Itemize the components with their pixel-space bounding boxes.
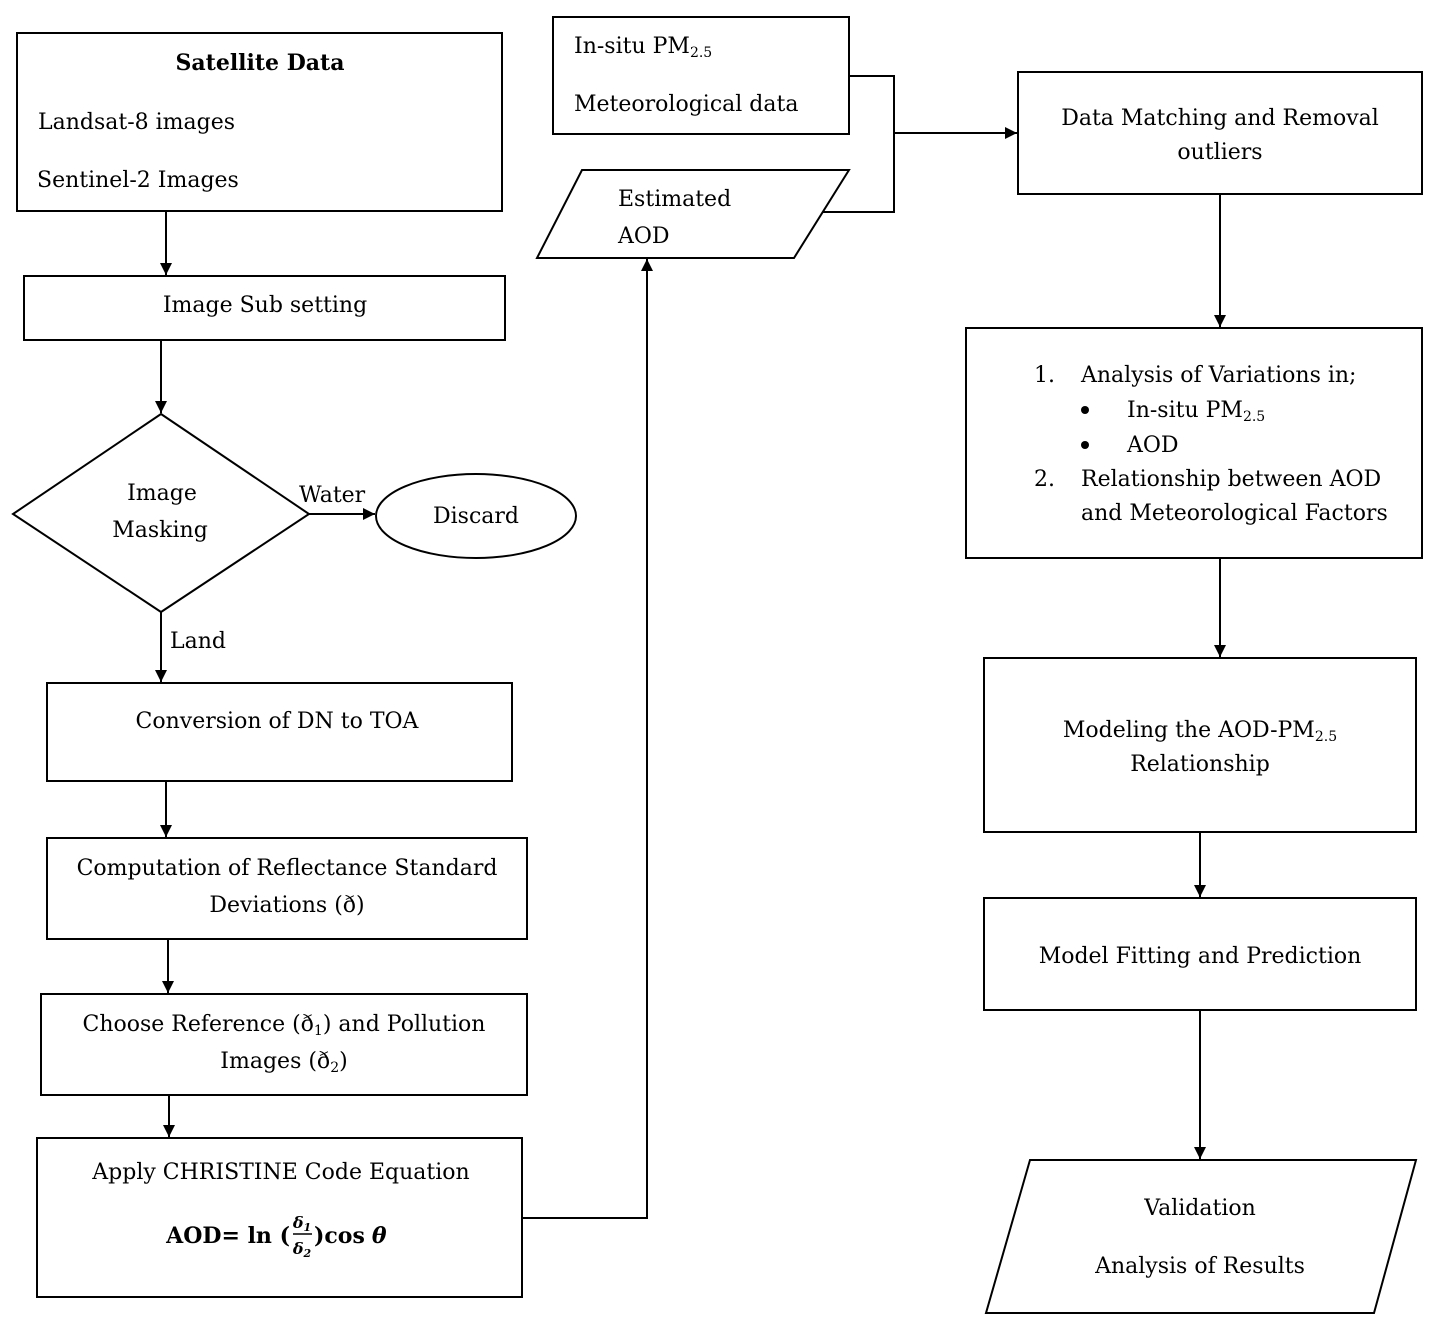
- christine-equation-box: Apply CHRISTINE Code Equation AOD= ln ( …: [36, 1137, 523, 1298]
- modeling-label-2: Relationship: [1130, 752, 1270, 777]
- satellite-item-landsat: Landsat-8 images: [38, 110, 235, 135]
- conversion-label: Conversion of DN to TOA: [136, 709, 420, 734]
- image-masking-decision: Image Masking: [11, 412, 311, 614]
- conversion-box: Conversion of DN to TOA: [46, 682, 513, 782]
- choose-reference-text-a: Choose Reference (ð: [83, 1012, 314, 1037]
- analysis-item-2-line-1: Relationship between AOD: [1081, 467, 1381, 492]
- modeling-text: Modeling the AOD-PM: [1063, 718, 1315, 743]
- analysis-box: 1. Analysis of Variations in; In-situ PM…: [965, 327, 1423, 559]
- equation-numerator: δ1: [292, 1213, 311, 1234]
- modeling-sub: 2.5: [1315, 729, 1337, 745]
- image-masking-label-2: Masking: [112, 518, 208, 543]
- numerator-sub: 1: [304, 1221, 312, 1234]
- choose-reference-sub-1: 1: [314, 1023, 323, 1039]
- in-situ-pm-text: In-situ PM: [574, 34, 690, 59]
- equation-cos: )cos: [314, 1223, 365, 1249]
- in-situ-pm-label: In-situ PM2.5: [574, 34, 712, 61]
- estimated-aod-data: Estimated AOD: [535, 169, 851, 259]
- analysis-bullet-pm: In-situ PM2.5: [1127, 398, 1265, 425]
- discard-label: Discard: [433, 504, 519, 529]
- in-situ-pm-sub: 2.5: [690, 45, 712, 61]
- denominator-symbol: δ: [292, 1239, 304, 1258]
- choose-reference-text-b: ) and Pollution: [323, 1012, 486, 1037]
- analysis-bullet-pm-sub: 2.5: [1243, 409, 1265, 425]
- image-subsetting-label: Image Sub setting: [163, 293, 367, 318]
- analysis-item-1-text: Analysis of Variations in;: [1080, 363, 1356, 388]
- bullet-icon: [1081, 441, 1089, 449]
- computation-label-1: Computation of Reflectance Standard: [77, 856, 498, 881]
- choose-reference-line-2: Images (ð2): [220, 1049, 347, 1076]
- satellite-data-box: Satellite Data Landsat-8 images Sentinel…: [16, 32, 503, 212]
- connector-inputs-merge: [823, 75, 895, 213]
- analysis-item-2-line-2: and Meteorological Factors: [1081, 501, 1388, 526]
- numerator-symbol: δ: [292, 1213, 304, 1232]
- image-subsetting-box: Image Sub setting: [23, 275, 506, 341]
- arrow-christine-to-estimated-aod: [522, 259, 653, 1219]
- estimated-aod-label-1: Estimated: [618, 187, 731, 212]
- model-fitting-label: Model Fitting and Prediction: [1039, 944, 1362, 969]
- analysis-bullet-pm-text: In-situ PM: [1127, 398, 1243, 423]
- estimated-aod-label-2: AOD: [617, 224, 670, 249]
- choose-reference-box: Choose Reference (ð1) and Pollution Imag…: [40, 993, 528, 1096]
- choose-reference-text-d: ): [339, 1049, 348, 1074]
- model-fitting-box: Model Fitting and Prediction: [983, 897, 1417, 1011]
- land-branch-label: Land: [170, 629, 226, 654]
- christine-title: Apply CHRISTINE Code Equation: [91, 1160, 469, 1185]
- choose-reference-text-c: Images (ð: [220, 1049, 330, 1074]
- analysis-item-1-number: 1.: [1034, 363, 1055, 388]
- choose-reference-sub-2: 2: [330, 1060, 339, 1076]
- equation-theta: θ: [372, 1223, 387, 1249]
- computation-label-2: Deviations (ð): [209, 893, 364, 918]
- validation-label-1: Validation: [1143, 1196, 1256, 1221]
- in-situ-box: In-situ PM2.5 Meteorological data: [552, 16, 850, 135]
- bullet-icon: [1081, 406, 1089, 414]
- water-branch-label: Water: [299, 483, 366, 508]
- satellite-data-title: Satellite Data: [176, 50, 345, 76]
- validation-label-2: Analysis of Results: [1094, 1254, 1305, 1279]
- analysis-bullet-aod: AOD: [1126, 433, 1179, 458]
- data-matching-box: Data Matching and Removal outliers: [1017, 71, 1423, 195]
- computation-box: Computation of Reflectance Standard Devi…: [46, 837, 528, 940]
- validation-output: Validation Analysis of Results: [984, 1159, 1418, 1314]
- data-matching-label-1: Data Matching and Removal: [1061, 106, 1379, 131]
- denominator-sub: 2: [303, 1247, 312, 1260]
- data-matching-label-2: outliers: [1177, 140, 1262, 165]
- satellite-item-sentinel: Sentinel-2 Images: [37, 168, 239, 193]
- discard-terminal: Discard: [375, 473, 577, 559]
- modeling-box: Modeling the AOD-PM2.5 Relationship: [983, 657, 1417, 833]
- equation-prefix: AOD= ln (: [165, 1223, 290, 1249]
- analysis-item-2-number: 2.: [1034, 467, 1055, 492]
- equation-suffix: )cos θ: [314, 1223, 387, 1249]
- meteorological-data-label: Meteorological data: [574, 92, 798, 117]
- image-masking-label-1: Image: [127, 481, 197, 506]
- equation-denominator: δ2: [292, 1239, 312, 1260]
- modeling-label-1: Modeling the AOD-PM2.5: [1063, 718, 1337, 745]
- choose-reference-line-1: Choose Reference (ð1) and Pollution: [83, 1012, 486, 1039]
